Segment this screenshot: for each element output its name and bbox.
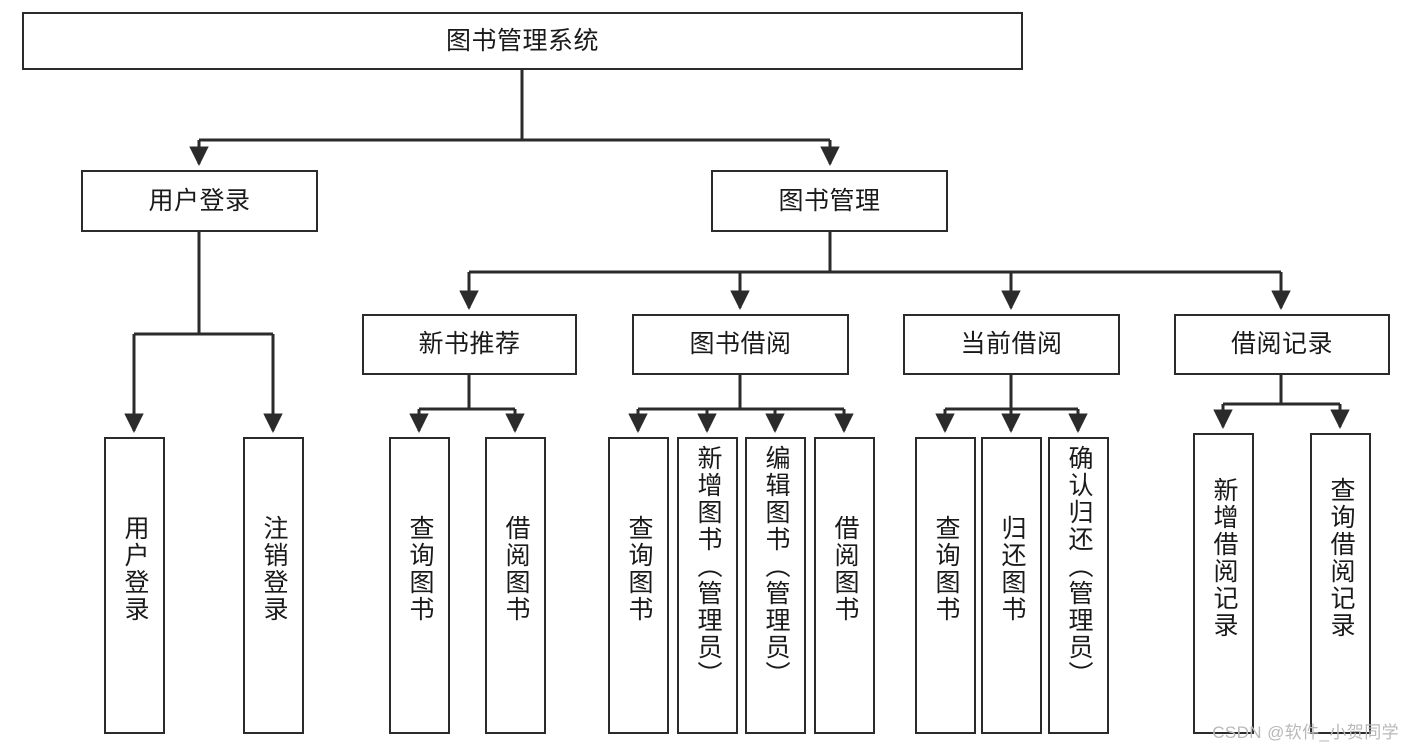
watermark: CSDN @软件_小贺同学	[1212, 723, 1399, 742]
node-leaf-user-login[interactable]: 用户登录	[104, 437, 165, 734]
node-leaf-borrow-book-1[interactable]: 借阅图书	[485, 437, 546, 734]
node-book-borrow-label: 图书借阅	[689, 330, 792, 358]
node-leaf-logout-login[interactable]: 注销登录	[243, 437, 304, 734]
node-borrow-record[interactable]: 借阅记录	[1174, 314, 1390, 375]
node-leaf-edit-book-admin-label: 编辑图书（管理员）	[762, 445, 790, 688]
node-borrow-record-label: 借阅记录	[1230, 330, 1333, 358]
node-current-borrow[interactable]: 当前借阅	[903, 314, 1120, 375]
node-leaf-borrow-book-2-label: 借阅图书	[831, 515, 859, 623]
node-leaf-user-login-label: 用户登录	[121, 515, 149, 623]
node-leaf-query-book-3-label: 查询图书	[932, 515, 960, 623]
node-leaf-borrow-book-2[interactable]: 借阅图书	[814, 437, 875, 734]
node-book-manage[interactable]: 图书管理	[711, 170, 948, 232]
node-root[interactable]: 图书管理系统	[22, 12, 1023, 70]
node-root-label: 图书管理系统	[445, 26, 599, 55]
node-leaf-add-book-admin[interactable]: 新增图书（管理员）	[677, 437, 738, 734]
node-current-borrow-label: 当前借阅	[960, 330, 1063, 358]
node-leaf-return-book-label: 归还图书	[998, 515, 1026, 623]
node-leaf-confirm-return-admin[interactable]: 确认归还（管理员）	[1048, 437, 1109, 734]
node-leaf-query-book-1[interactable]: 查询图书	[389, 437, 450, 734]
node-user-login-label: 用户登录	[148, 186, 251, 215]
node-leaf-borrow-book-1-label: 借阅图书	[502, 515, 530, 623]
node-leaf-logout-login-label: 注销登录	[260, 515, 288, 623]
node-book-manage-label: 图书管理	[778, 186, 881, 215]
node-leaf-query-book-2[interactable]: 查询图书	[608, 437, 669, 734]
node-user-login[interactable]: 用户登录	[81, 170, 318, 232]
node-leaf-add-borrow-record[interactable]: 新增借阅记录	[1193, 433, 1254, 734]
node-leaf-return-book[interactable]: 归还图书	[981, 437, 1042, 734]
node-leaf-add-book-admin-label: 新增图书（管理员）	[694, 445, 722, 688]
node-leaf-query-book-3[interactable]: 查询图书	[915, 437, 976, 734]
node-book-borrow[interactable]: 图书借阅	[632, 314, 849, 375]
node-new-book-recommend[interactable]: 新书推荐	[362, 314, 577, 375]
node-leaf-query-borrow-record-label: 查询借阅记录	[1327, 477, 1355, 639]
node-leaf-query-borrow-record[interactable]: 查询借阅记录	[1310, 433, 1371, 734]
node-leaf-query-book-2-label: 查询图书	[625, 515, 653, 623]
node-leaf-edit-book-admin[interactable]: 编辑图书（管理员）	[745, 437, 806, 734]
node-leaf-query-book-1-label: 查询图书	[406, 515, 434, 623]
node-new-book-recommend-label: 新书推荐	[418, 330, 521, 358]
node-leaf-add-borrow-record-label: 新增借阅记录	[1210, 477, 1238, 639]
node-leaf-confirm-return-admin-label: 确认归还（管理员）	[1065, 445, 1093, 688]
